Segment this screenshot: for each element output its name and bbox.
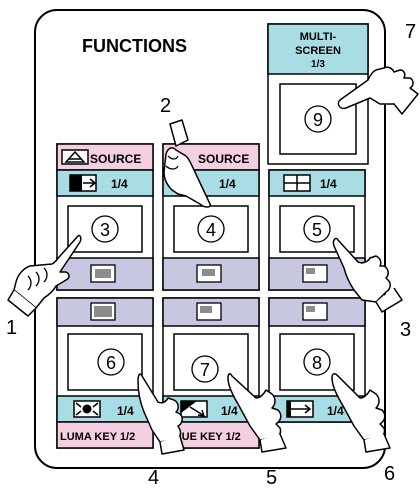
pointing-hand-icon [337,66,419,115]
monitor-full-icon [90,302,116,321]
callout-1: 1 [6,317,17,339]
pointing-hand-icon [137,373,185,455]
callout-5: 5 [266,467,277,488]
monitor-small-window-icon [196,302,222,321]
button-5[interactable]: 1/4 5 [268,169,366,291]
callout-3: 3 [400,319,411,341]
pointing-hand-icon [227,373,287,453]
pointing-hand-icon [332,237,403,313]
button-8-number: 8 [312,353,322,373]
button-8-fraction: 1/4 [327,404,344,418]
button-7-fraction: 1/4 [221,404,238,418]
multiscreen-number: 9 [313,110,323,130]
button-7-number: 7 [200,360,210,380]
pointing-hand-icon [7,234,82,317]
button-5-fraction: 1/4 [320,177,337,191]
button-3-number: 3 [100,220,110,240]
multiscreen-line2: SCREEN [295,45,341,57]
button-3-header: SOURCE [90,152,141,166]
wipe-right-icon [69,174,97,192]
multiscreen-line3: 1/3 [311,59,325,70]
button-6-number: 6 [106,353,116,373]
button-4-header: SOURCE [198,152,249,166]
button-6[interactable]: 6 1/4 LUMA KEY 1/2 [56,297,154,449]
slide-right-icon [286,400,314,418]
monitor-icon [90,264,116,283]
callout-4: 4 [148,467,159,488]
button-3[interactable]: SOURCE 1/4 3 [56,143,154,291]
button-7[interactable]: 7 1/4 BLUE KEY 1/2 [162,297,260,449]
pointing-hand-icon [331,373,391,453]
callout-2: 2 [160,95,171,117]
button-4[interactable]: SOURCE 1/4 4 [162,143,260,291]
monitor-corner-window-icon [302,264,328,283]
callout-6: 6 [384,463,395,485]
button-5-number: 5 [312,220,322,240]
monitor-corner-window-icon [302,302,328,321]
diagonal-wipe-icon [180,400,208,418]
button-4-number: 4 [206,220,216,240]
quad-split-icon [283,174,311,192]
source-a-icon [61,149,89,165]
pointing-hand-icon [163,119,212,208]
monitor-small-window-icon [196,264,222,283]
button-6-footer: LUMA KEY 1/2 [60,431,135,443]
button-4-fraction: 1/4 [219,177,236,191]
callout-7: 7 [405,21,416,43]
multiscreen-line1: MULTI- [300,31,337,43]
button-6-fraction: 1/4 [117,404,134,418]
panel-title: FUNCTIONS [82,36,187,56]
button-7-footer: BLUE KEY 1/2 [167,431,241,443]
iris-wipe-icon [73,400,101,418]
button-3-fraction: 1/4 [111,177,128,191]
